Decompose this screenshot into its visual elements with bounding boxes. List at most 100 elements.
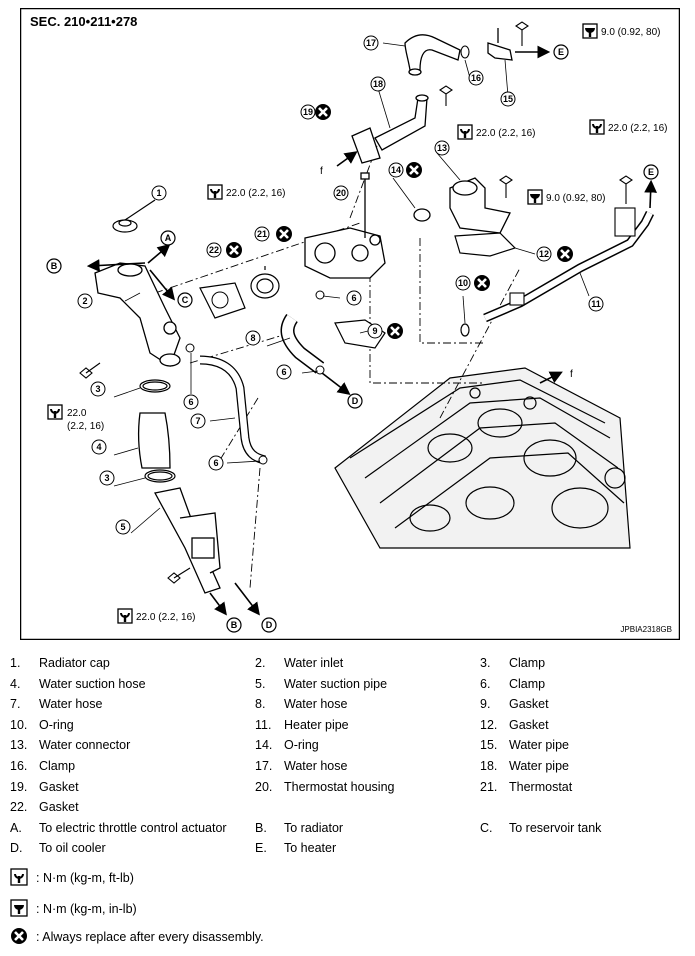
water-connector [449,177,511,234]
callout-19: 19 [303,107,313,117]
legend-item-label: Water hose [39,697,103,712]
legend-item-label: Radiator cap [39,656,110,670]
callout-6c: 6 [213,458,218,468]
callout-leaders [113,42,590,534]
thermostat-housing [304,172,386,279]
legend-item-label: Heater pipe [284,717,349,732]
legend-item-number: 4. [10,676,21,691]
callout-13: 13 [437,143,447,153]
water-suction-pipe [154,487,221,594]
callout-22: 22 [209,245,219,255]
torque-3: 22.0 (2.2, 16) [226,188,285,199]
legend-item-label: Gasket [509,717,549,732]
front-mark-1: f [320,166,323,177]
water-pipe-18 [351,94,429,164]
clamps-6 [185,290,325,465]
legend-item-label: Clamp [509,676,546,691]
legend-symbol-ftlb-text: : N·m (kg-m, ft-lb) [36,871,134,885]
label-E-top: E [558,47,564,57]
legend-item-number: 16. [10,758,28,773]
callout-3a: 3 [95,384,100,394]
water-inlet [94,262,181,367]
callout-1: 1 [156,188,161,198]
torque-4: 9.0 (0.92, 80) [546,193,605,204]
legend-item-number: 9. [480,697,491,712]
torque-6: 22.0 [67,408,87,419]
legend-symbol-inlb-text: : N·m (kg-m, in-lb) [36,902,137,916]
legend-item-label: Water pipe [509,758,569,773]
legend-item-label: To reservoir tank [509,820,602,835]
callout-3b: 3 [104,473,109,483]
callout-2: 2 [82,296,87,306]
leader-lines [154,137,521,589]
legend-symbol-replace-text: : Always replace after every disassembly… [36,930,264,944]
legend-item-label: Clamp [39,758,76,773]
legend-item-label: To oil cooler [39,841,106,856]
torque-7: 22.0 (2.2, 16) [136,612,195,623]
legend-item-number: 3. [480,656,491,670]
legend-item-label: O-ring [39,717,74,732]
legend-item-number: 22. [10,800,28,815]
callout-6b: 6 [351,293,356,303]
callout-5: 5 [120,522,125,532]
diagram-canvas: 1 2 3 4 3 5 6 6 6 6 7 8 9 10 11 12 13 14… [20,8,680,640]
torque-wrench-inlb-icon [10,899,28,917]
callout-4: 4 [96,442,101,452]
callout-21: 21 [257,229,267,239]
callout-6d: 6 [281,367,286,377]
legend-item-number: 20. [255,779,273,794]
label-B-top: B [51,261,58,271]
legend-item-label: To radiator [284,820,344,835]
legend-item-label: Water hose [284,697,348,712]
water-hose-17 [404,34,461,76]
legend-item-label: To heater [284,841,337,856]
legend-item-number: 7. [10,697,21,712]
legend-item-number: 15. [480,738,498,753]
engine-block [334,367,631,549]
legend-item-number: E. [255,841,267,856]
callout-14: 14 [391,165,401,175]
direction-circles [46,44,659,633]
label-E-right: E [648,167,654,177]
callout-18: 18 [373,79,383,89]
torque-1: 9.0 (0.92, 80) [601,27,660,38]
label-C: C [182,295,189,305]
callout-7: 7 [195,416,200,426]
callout-9: 9 [372,326,377,336]
flow-arrows [86,45,658,616]
clamp-16 [460,45,470,59]
legend-item-number: B. [255,820,267,835]
legend-item-number: 2. [255,656,266,670]
heater-pipe [483,207,655,323]
clamp-lower [144,469,176,483]
callout-6a: 6 [188,397,193,407]
o-ring-10 [460,323,470,337]
legend-row: 22. Gasket [10,800,680,821]
legend-item-label: Water pipe [509,738,569,753]
legend-item-number: C. [480,820,493,835]
label-A: A [165,233,172,243]
legend-item-label: Water hose [284,758,348,773]
legend-item-number: D. [10,841,23,856]
callout-17: 17 [366,38,376,48]
legend-item-number: 5. [255,676,266,691]
legend-item-label: Water connector [39,738,131,753]
o-ring-14 [413,208,431,222]
legend-item-label: Gasket [39,800,79,815]
legend-item-number: 17. [255,758,273,773]
legend-item-label: Gasket [509,697,549,712]
label-D-bottom: D [266,620,273,630]
legend-item-label: To electric throttle control actuator [39,820,227,835]
water-pipe-15 [487,28,513,61]
exploded-diagram: 1 2 3 4 3 5 6 6 6 6 7 8 9 10 11 12 13 14… [20,8,680,640]
torque-wrench-nm-icon [10,868,28,886]
figure-frame [20,8,680,640]
legend-item-number: 14. [255,738,273,753]
torque-6-detail: (2.2, 16) [67,421,104,432]
radiator-cap [112,199,156,233]
